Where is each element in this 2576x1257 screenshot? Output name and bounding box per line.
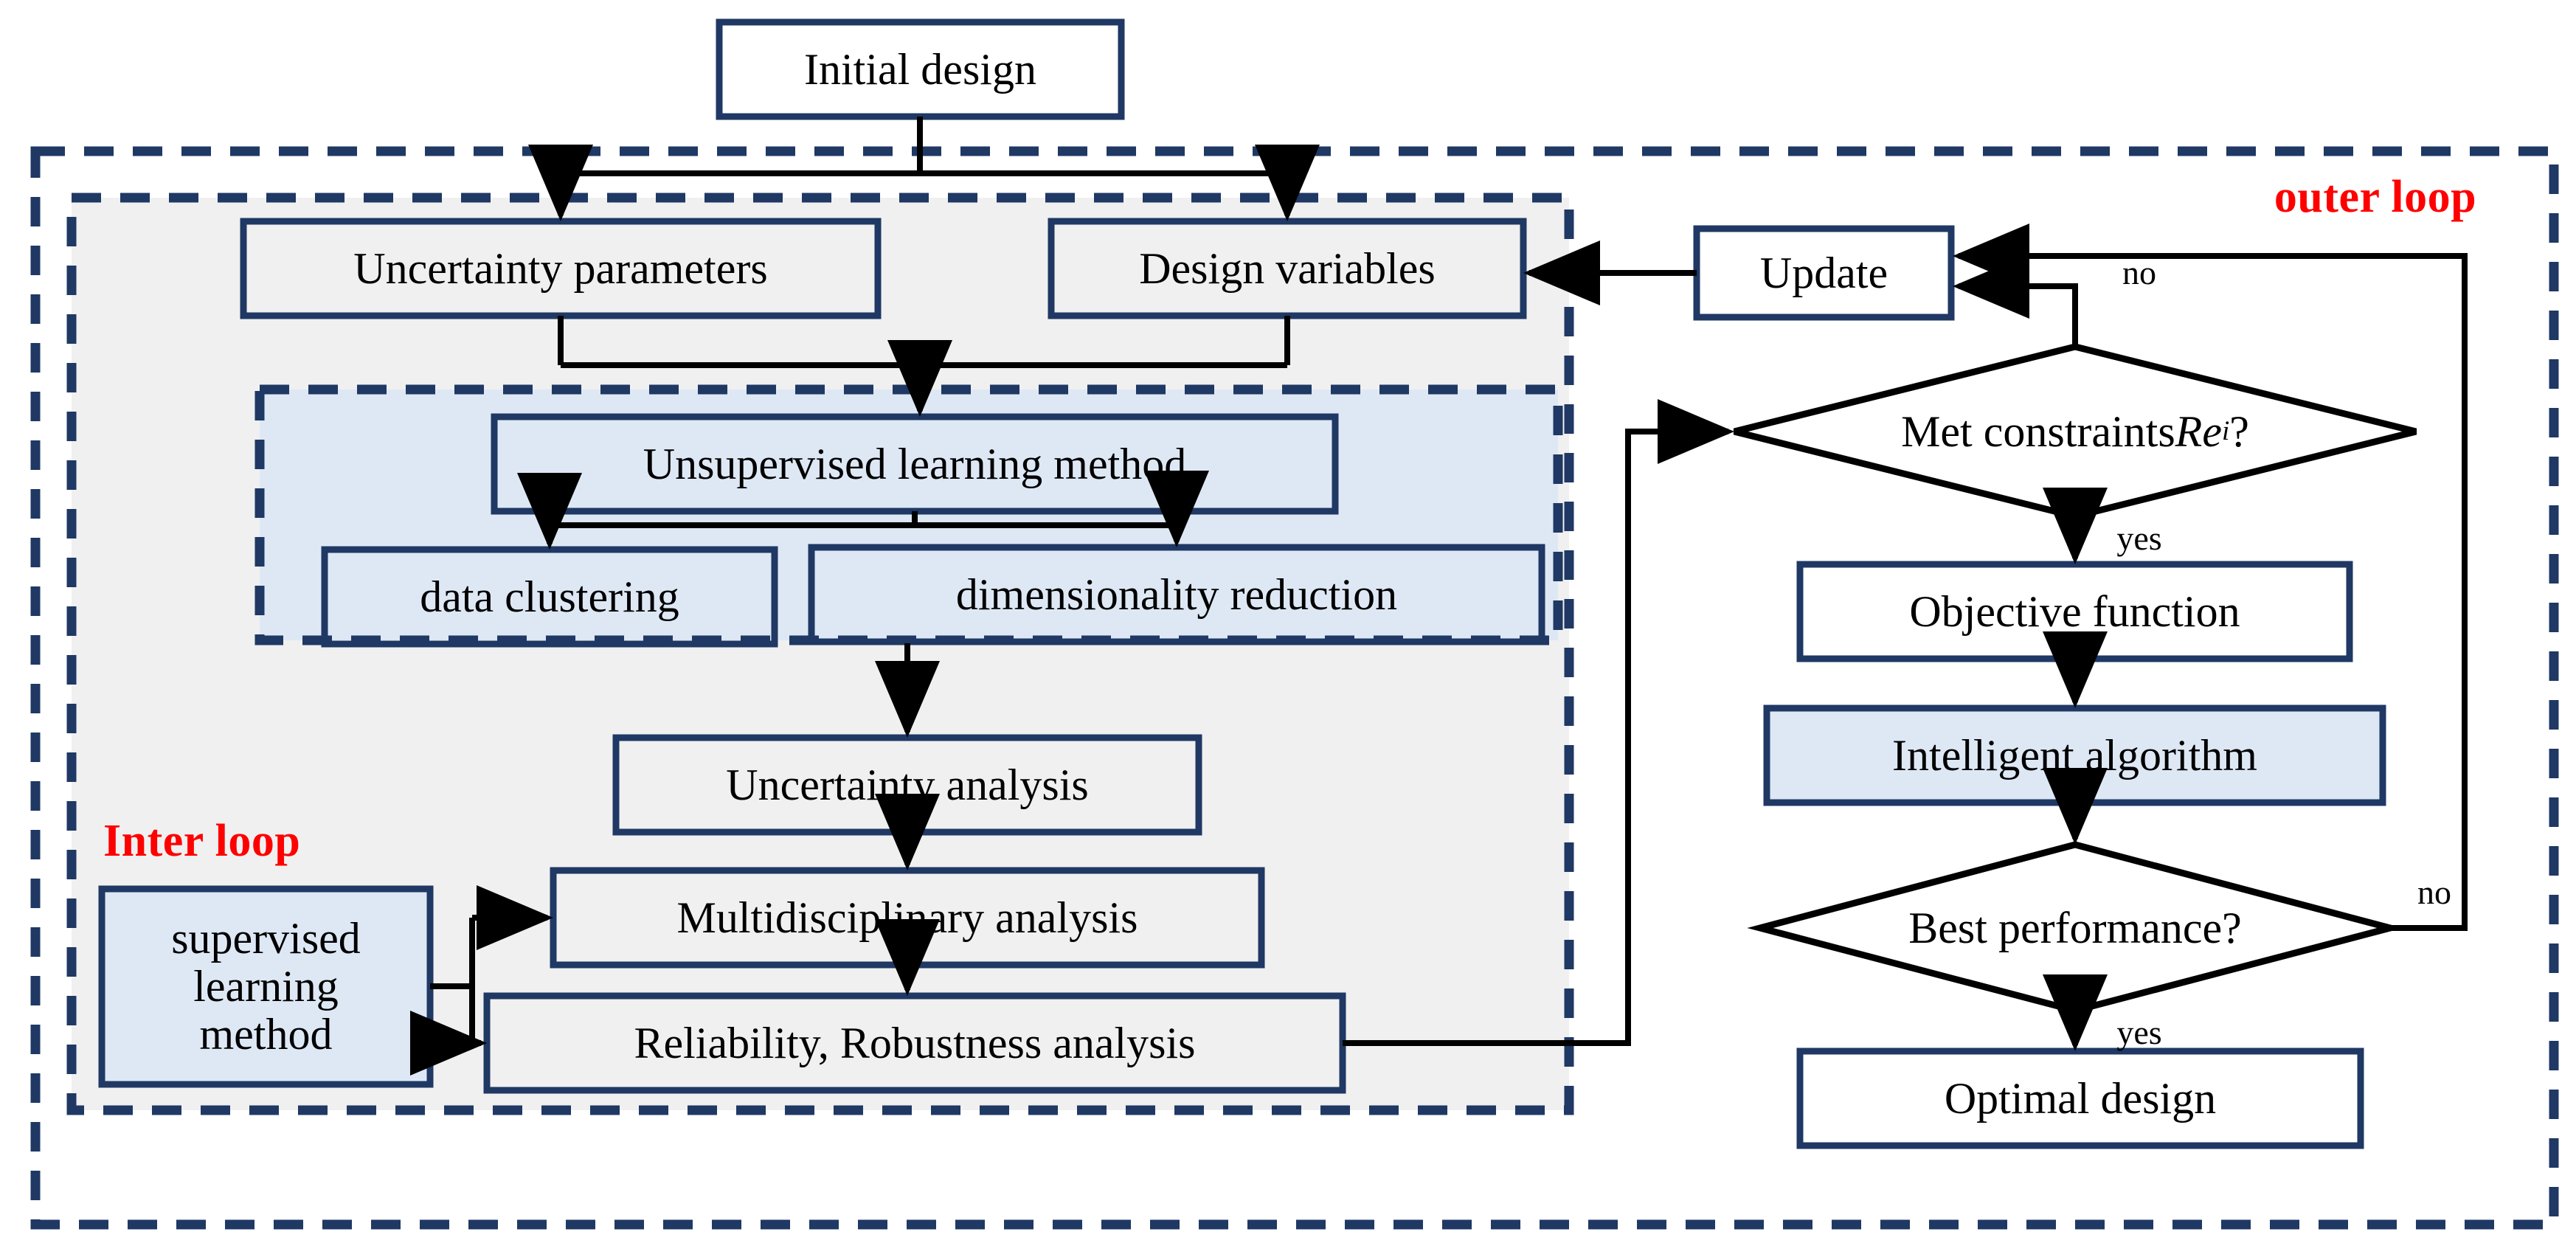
edge-unsupervised-split <box>550 511 1177 528</box>
update-box[interactable] <box>1693 225 1955 321</box>
edge-performance-no-outer-loop <box>1953 224 2468 931</box>
edge-initial-to-fork <box>561 117 1287 176</box>
initial-design-box[interactable] <box>716 18 1125 120</box>
objective-function-box[interactable] <box>1796 561 2353 662</box>
unsupervised-learning-region <box>255 384 1563 645</box>
edge-merge-to-unsupervised <box>558 316 1290 411</box>
outer-loop-region <box>30 146 2559 1230</box>
intelligent-algorithm-box[interactable] <box>1763 704 2386 806</box>
best-performance-diamond[interactable] <box>1747 841 2403 1014</box>
dimensionality-reduction-box[interactable] <box>808 544 1545 645</box>
optimal-design-box[interactable] <box>1796 1048 2364 1149</box>
supervised-learning-method-box[interactable] <box>98 885 434 1088</box>
edge-constraints-no-to-update <box>1953 254 2078 347</box>
met-constraints-diamond[interactable] <box>1733 343 2417 520</box>
data-clustering-box[interactable] <box>321 546 778 648</box>
edge-reliability-to-constraints <box>1343 399 1734 1046</box>
